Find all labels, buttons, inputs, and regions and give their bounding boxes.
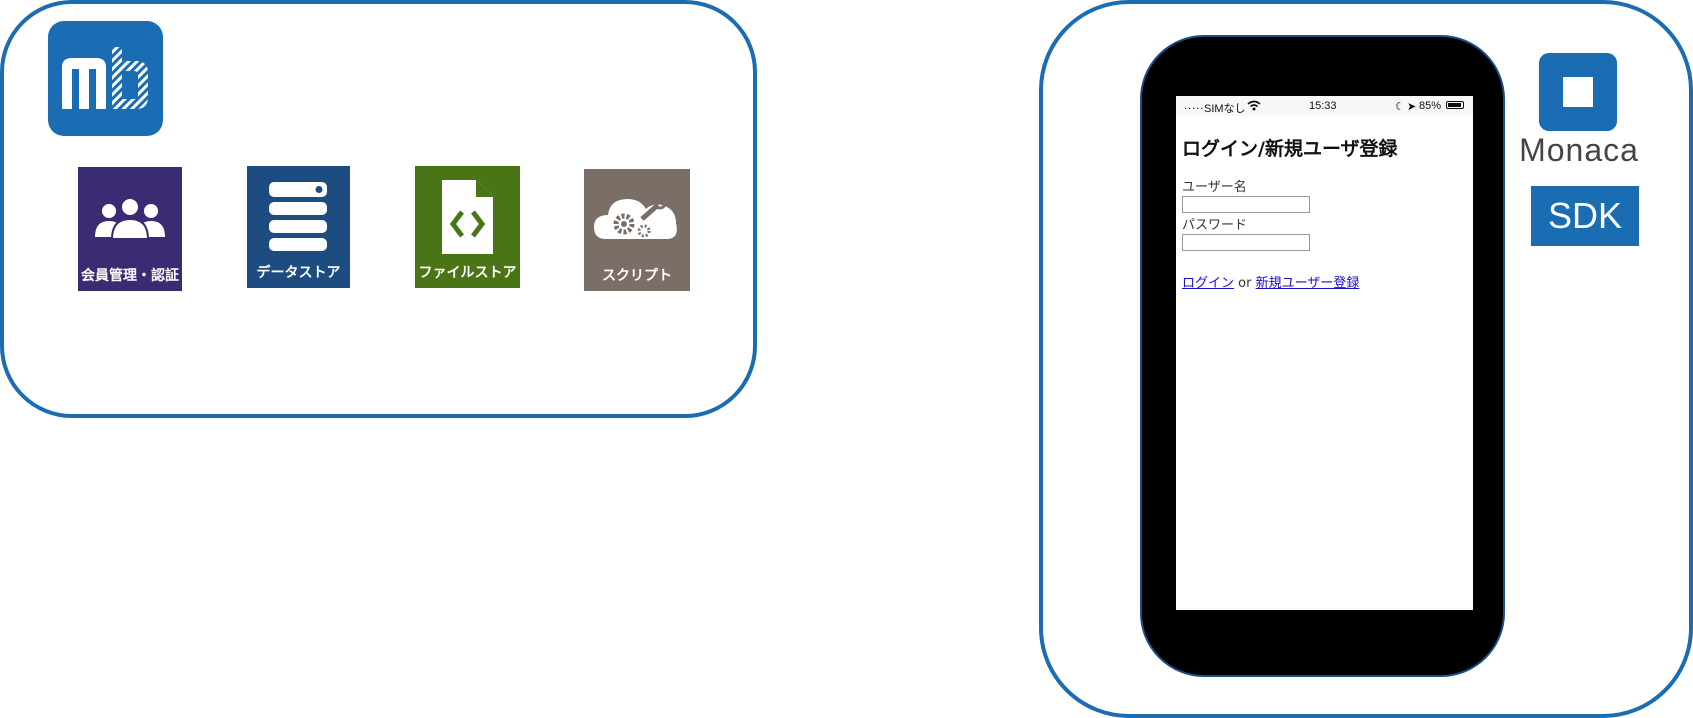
monaca-logo-icon — [1539, 53, 1617, 131]
file-code-icon — [442, 180, 493, 254]
service-label: ファイルストア — [418, 265, 517, 281]
service-label: スクリプト — [602, 268, 672, 284]
mb-logo-icon — [48, 21, 163, 136]
users-icon — [95, 197, 165, 240]
carrier-label: SIMなし — [1204, 103, 1246, 115]
service-tile-datastore: データストア — [247, 166, 350, 288]
battery-icon — [1446, 101, 1464, 109]
signal-dots: ..... — [1184, 100, 1205, 112]
service-tile-auth: 会員管理・認証 — [78, 167, 182, 291]
monaca-wordmark: Monaca — [1519, 132, 1639, 168]
service-tile-script: スクリプト — [584, 169, 690, 291]
service-label: データストア — [256, 265, 341, 281]
battery-percent: 85% — [1419, 100, 1442, 112]
wifi-icon — [1247, 100, 1261, 111]
location-icon: ➤ — [1407, 101, 1417, 113]
moon-icon: ☾ — [1395, 101, 1405, 113]
cloud-gears-icon — [594, 196, 677, 239]
login-title: ログイン/新規ユーザ登録 — [1182, 138, 1398, 160]
username-field[interactable] — [1182, 196, 1310, 213]
login-links: ログイン or 新規ユーザー登録 — [1182, 272, 1359, 291]
database-icon — [269, 182, 327, 251]
sdk-badge: SDK — [1531, 186, 1639, 246]
status-bar: ..... SIMなし 15:33 ☾ ➤ 85% — [1176, 96, 1473, 116]
login-link[interactable]: ログイン — [1182, 276, 1235, 291]
clock: 15:33 — [1309, 100, 1337, 112]
username-label: ユーザー名 — [1182, 180, 1247, 195]
password-label: パスワード — [1182, 218, 1248, 233]
password-field[interactable] — [1182, 234, 1310, 251]
or-text: or — [1238, 276, 1252, 291]
service-tile-filestore: ファイルストア — [415, 166, 520, 288]
phone-screen: ..... SIMなし 15:33 ☾ ➤ 85% ログイン/新規ユーザ登録 ユ… — [1176, 96, 1473, 610]
service-label: 会員管理・認証 — [81, 268, 179, 284]
signup-link[interactable]: 新規ユーザー登録 — [1255, 276, 1360, 291]
